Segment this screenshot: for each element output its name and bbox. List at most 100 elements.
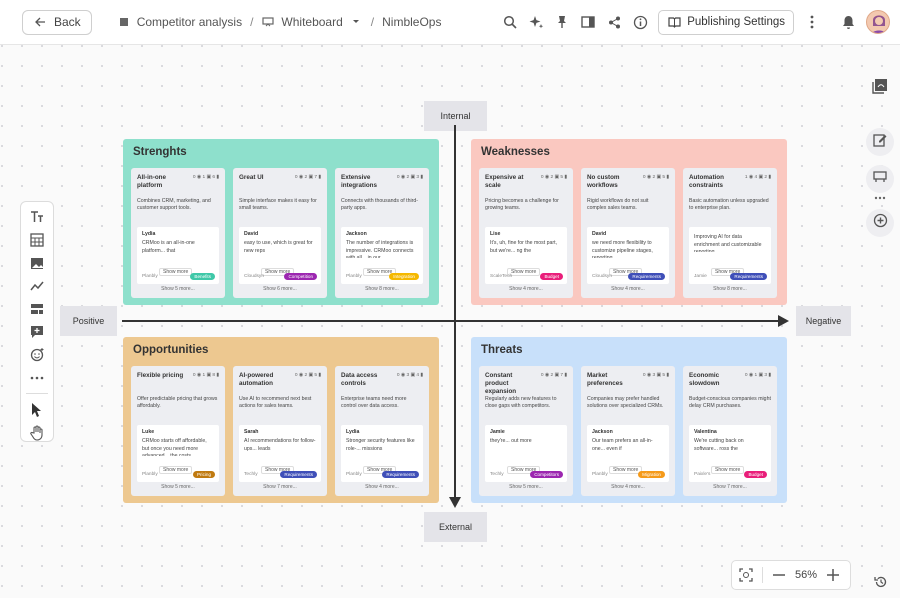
quadrant-title[interactable]: Strenghts xyxy=(133,146,187,158)
tag-badge[interactable]: Requirements xyxy=(628,273,665,280)
quadrant-title[interactable]: Opportunities xyxy=(133,344,209,356)
show-more-link[interactable]: Show 4 more... xyxy=(509,286,543,292)
share-icon[interactable] xyxy=(606,14,622,30)
breadcrumb-item[interactable]: Competitor analysis xyxy=(136,15,243,29)
layout-tool-icon[interactable] xyxy=(29,302,45,317)
sparkles-icon[interactable] xyxy=(528,14,544,30)
show-more-button[interactable]: Show more xyxy=(363,268,397,276)
panel-icon[interactable] xyxy=(580,14,596,30)
show-more-link[interactable]: Show 7 more... xyxy=(713,484,747,490)
hand-tool-icon[interactable] xyxy=(29,425,45,441)
publishing-settings-button[interactable]: Publishing Settings xyxy=(658,9,794,35)
quote-card[interactable]: Improving AI for data enrichment and cus… xyxy=(689,227,771,284)
show-more-link[interactable]: Show 8 more... xyxy=(365,286,399,292)
show-more-link[interactable]: Show 4 more... xyxy=(611,286,645,292)
show-more-link[interactable]: Show 4 more... xyxy=(365,484,399,490)
back-button[interactable]: Back xyxy=(22,9,92,35)
show-more-button[interactable]: Show more xyxy=(261,268,295,276)
tag-badge[interactable]: Pricing xyxy=(192,471,215,478)
show-more-button[interactable]: Show more xyxy=(159,268,193,276)
tag-badge[interactable]: Competitors xyxy=(530,471,563,478)
board-view-button[interactable] xyxy=(866,165,894,193)
show-more-button[interactable]: Show more xyxy=(363,466,397,474)
tag-badge[interactable]: Budget xyxy=(744,471,767,478)
show-more-link[interactable]: Show 8 more... xyxy=(713,286,747,292)
table-tool-icon[interactable] xyxy=(29,233,45,248)
whiteboard-icon xyxy=(261,15,275,29)
comment-add-icon[interactable] xyxy=(29,324,45,339)
show-more-link[interactable]: Show 6 more... xyxy=(263,286,297,292)
add-button[interactable] xyxy=(866,209,894,237)
line-chart-tool-icon[interactable] xyxy=(29,279,45,294)
show-more-button[interactable]: Show more xyxy=(609,466,643,474)
quadrant-title[interactable]: Threats xyxy=(481,344,523,356)
tag-badge[interactable]: Budget xyxy=(540,273,563,280)
tag-badge[interactable]: Migration xyxy=(638,471,665,478)
show-more-button[interactable]: Show more xyxy=(711,466,745,474)
tag-badge[interactable]: Requirements xyxy=(730,273,767,280)
breadcrumb-item[interactable]: NimbleOps xyxy=(382,15,442,29)
show-more-link[interactable]: Show 5 more... xyxy=(161,484,195,490)
pin-icon[interactable] xyxy=(554,14,570,30)
tag-badge[interactable]: Integration xyxy=(389,273,419,280)
history-icon[interactable] xyxy=(873,574,889,590)
caret-down-icon[interactable] xyxy=(349,15,363,29)
avatar[interactable] xyxy=(866,10,890,34)
show-more-button[interactable]: Show more xyxy=(159,466,193,474)
tag-badge[interactable]: Requirements xyxy=(280,471,317,478)
show-more-button[interactable]: Show more xyxy=(507,466,541,474)
edit-note-button[interactable] xyxy=(866,128,894,156)
library-icon[interactable] xyxy=(866,72,894,100)
bell-icon[interactable] xyxy=(840,14,856,30)
zoom-out-icon[interactable] xyxy=(771,567,787,583)
show-more-button[interactable]: Show more xyxy=(609,268,643,276)
quadrant-title[interactable]: Weaknesses xyxy=(481,146,550,158)
breadcrumb-item[interactable]: Whiteboard xyxy=(281,15,343,29)
image-tool-icon[interactable] xyxy=(29,256,45,271)
show-more-link[interactable]: Show 5 more... xyxy=(509,484,543,490)
tag-badge[interactable]: Benefits xyxy=(190,273,215,280)
more-vertical-icon[interactable] xyxy=(804,14,820,30)
info-icon[interactable] xyxy=(632,14,648,30)
show-more-button[interactable]: Show more xyxy=(507,268,541,276)
quote-text: CRMoo starts off affordable, but once yo… xyxy=(142,438,207,456)
show-more-button[interactable]: Show more xyxy=(711,268,745,276)
search-icon[interactable] xyxy=(502,14,518,30)
text-tool-icon[interactable] xyxy=(29,210,45,225)
show-more-link[interactable]: Show 5 more... xyxy=(161,286,195,292)
show-more-link[interactable]: Show 4 more... xyxy=(611,484,645,490)
emoji-icon[interactable] xyxy=(29,347,45,362)
tag-badge[interactable]: Requirements xyxy=(382,471,419,478)
show-more-link[interactable]: Show 7 more... xyxy=(263,484,297,490)
tag-badge[interactable]: Competition xyxy=(284,273,317,280)
fit-screen-icon[interactable] xyxy=(738,567,754,583)
more-horizontal-icon[interactable] xyxy=(29,370,45,385)
pointer-tool-icon[interactable] xyxy=(29,402,45,418)
zoom-in-icon[interactable] xyxy=(825,567,841,583)
show-more-button[interactable]: Show more xyxy=(261,466,295,474)
more-dots-icon[interactable] xyxy=(874,193,886,203)
